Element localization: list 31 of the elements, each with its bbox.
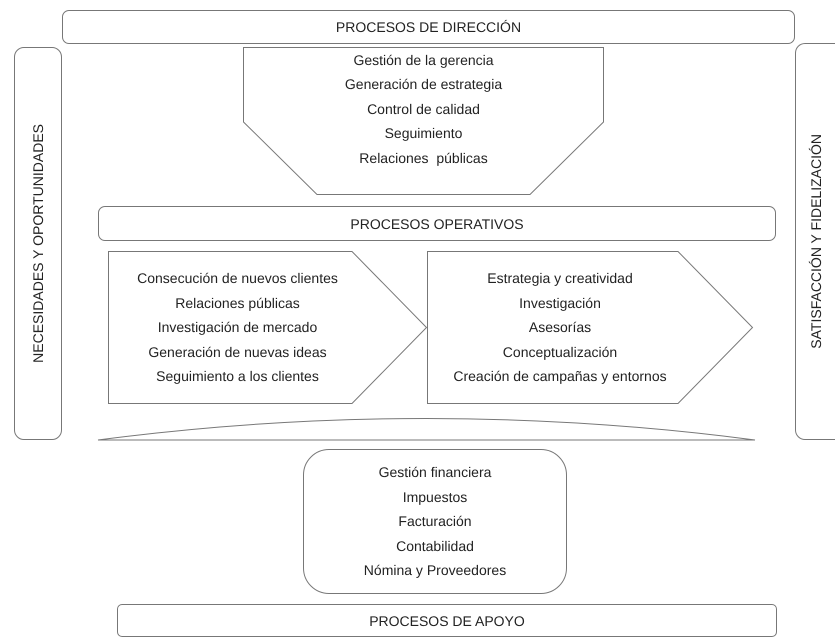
list-item: Gestión de la gerencia [353, 50, 494, 70]
list-item: Contabilidad [396, 536, 474, 556]
list-item: Control de calidad [367, 100, 480, 119]
box-title: PROCESOS OPERATIVOS [350, 214, 524, 232]
process-box [62, 10, 795, 44]
list-item: Consecución de nuevos clientes [137, 269, 338, 288]
band-label: NECESIDADES Y OPORTUNIDADES [30, 124, 46, 363]
box-title: PROCESOS DE APOYO [369, 612, 525, 630]
list-item: Relaciones públicas [175, 294, 300, 313]
list-item: Conceptualización [502, 342, 618, 362]
list-item: Seguimiento [384, 124, 462, 144]
list-item: Seguimiento a los clientes [156, 367, 319, 386]
side-band [795, 43, 835, 440]
list-item: Nómina y Proveedores [364, 561, 506, 580]
box-title: PROCESOS DE DIRECCIÓN [336, 18, 522, 36]
list-item: Impuestos [402, 488, 468, 507]
list-item: Gestión financiera [378, 463, 492, 482]
list-item: Estrategia y creatividad [487, 269, 633, 288]
process-box [303, 449, 567, 594]
band-label: SATISFACCIÓN Y FIDELIZACIÓN [808, 134, 824, 349]
list-item: Asesorías [528, 318, 592, 338]
process-box [98, 206, 776, 241]
list-item: Facturación [398, 512, 472, 532]
list-item: Investigación [519, 294, 601, 313]
list-item: Relaciones públicas [359, 148, 488, 168]
list-item: Generación de nuevas ideas [148, 342, 327, 362]
list-item: Generación de estrategia [344, 75, 502, 94]
process-box [14, 47, 62, 440]
list-item: Creación de campañas y entornos [453, 367, 667, 386]
list-item: Investigación de mercado [158, 318, 318, 338]
process-box [117, 604, 777, 637]
